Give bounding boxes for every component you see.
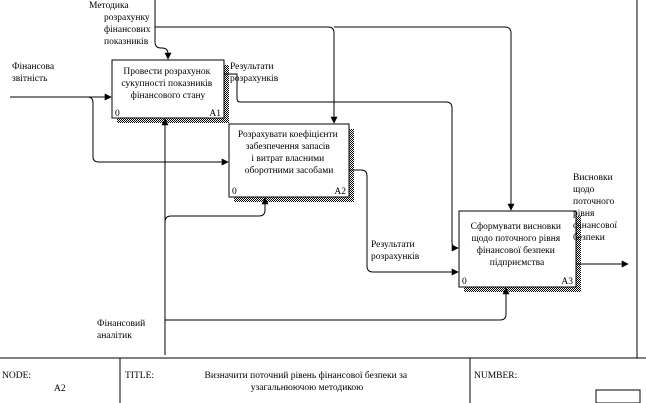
arrow-analyst-to-a3: [165, 287, 510, 321]
label-methodology: Методика розрахунку фінансових показникі…: [89, 1, 153, 47]
box-a1-frame: [111, 59, 225, 119]
box-a2-text-line: і витрат власними: [251, 154, 324, 164]
svg-text:Провести розрахунок суку: Провести розрахунок сукупності показникі…: [121, 67, 214, 101]
svg-text:Розрахувати коефіцієнти: Розрахувати коефіцієнти забезпечення зап…: [238, 129, 340, 176]
box-a1-text-line: сукупності показників: [121, 79, 212, 89]
box-a2-text-line: забезпечення запасів: [246, 141, 331, 152]
arrow-method-to-a1: [154, 0, 172, 60]
label-results-a2: Результати розрахунків: [371, 240, 420, 262]
svg-text:Сформувати висновки щодо: Сформувати висновки щодо поточного рівня…: [471, 221, 564, 268]
box-a3-text-line: Сформувати висновки: [471, 221, 561, 232]
label-financial-report: Фінансова звітність: [12, 62, 56, 84]
box-a3-number: 0: [462, 277, 467, 287]
box-a2-text-line: Розрахувати коефіцієнти: [238, 129, 338, 140]
box-a3-frame: [458, 210, 577, 288]
box-a1-number: 0: [115, 109, 120, 119]
box-a2-label: A2: [334, 187, 346, 197]
arrow-fin-report-to-a2: [87, 96, 229, 166]
footer-number-label: NUMBER:: [474, 371, 517, 381]
label-results-a1: Результати розрахунків: [230, 62, 279, 84]
box-a1-text-line: Провести розрахунок: [123, 67, 210, 77]
box-a2-frame: [228, 123, 350, 198]
box-a3-text-line: щодо поточного рівня: [471, 234, 560, 244]
arrow-analyst-to-a2: [164, 197, 269, 223]
box-a3-label: A3: [561, 277, 573, 287]
box-a3-text-line: підприємства: [490, 258, 545, 268]
arrow-a1-output-to-a3: [224, 73, 459, 252]
footer-title-label: TITLE:: [125, 371, 154, 381]
box-a1-label: A1: [209, 109, 221, 119]
box-a2-text-line: оборотними засобами: [245, 165, 334, 176]
arrow-method-to-a2: [155, 26, 338, 124]
arrow-a2-output-to-a3: [349, 169, 459, 276]
box-a1-text-line: фінансового стану: [131, 90, 206, 101]
arrow-method-to-a3: [334, 26, 515, 211]
footer-title: Визначити поточний рівень фінансової без…: [205, 370, 410, 393]
box-a2-number: 0: [232, 187, 237, 197]
footer-node-value: A2: [54, 384, 66, 394]
footer-number-box: [595, 389, 641, 403]
footer-node-label: NODE:: [2, 371, 31, 381]
footer-frame: [0, 357, 646, 403]
label-analyst: Фінансовий аналітик: [97, 318, 148, 341]
label-conclusions: Висновки щодо поточного рівня фінансової…: [573, 173, 619, 243]
activity-box-a2: Розрахувати коефіцієнти забезпечення зап…: [228, 123, 354, 202]
activity-box-a3: Сформувати висновки щодо поточного рівня…: [458, 210, 581, 292]
box-a3-text-line: фінансової безпеки: [477, 245, 555, 256]
activity-box-a1: Провести розрахунок сукупності показникі…: [111, 59, 229, 123]
